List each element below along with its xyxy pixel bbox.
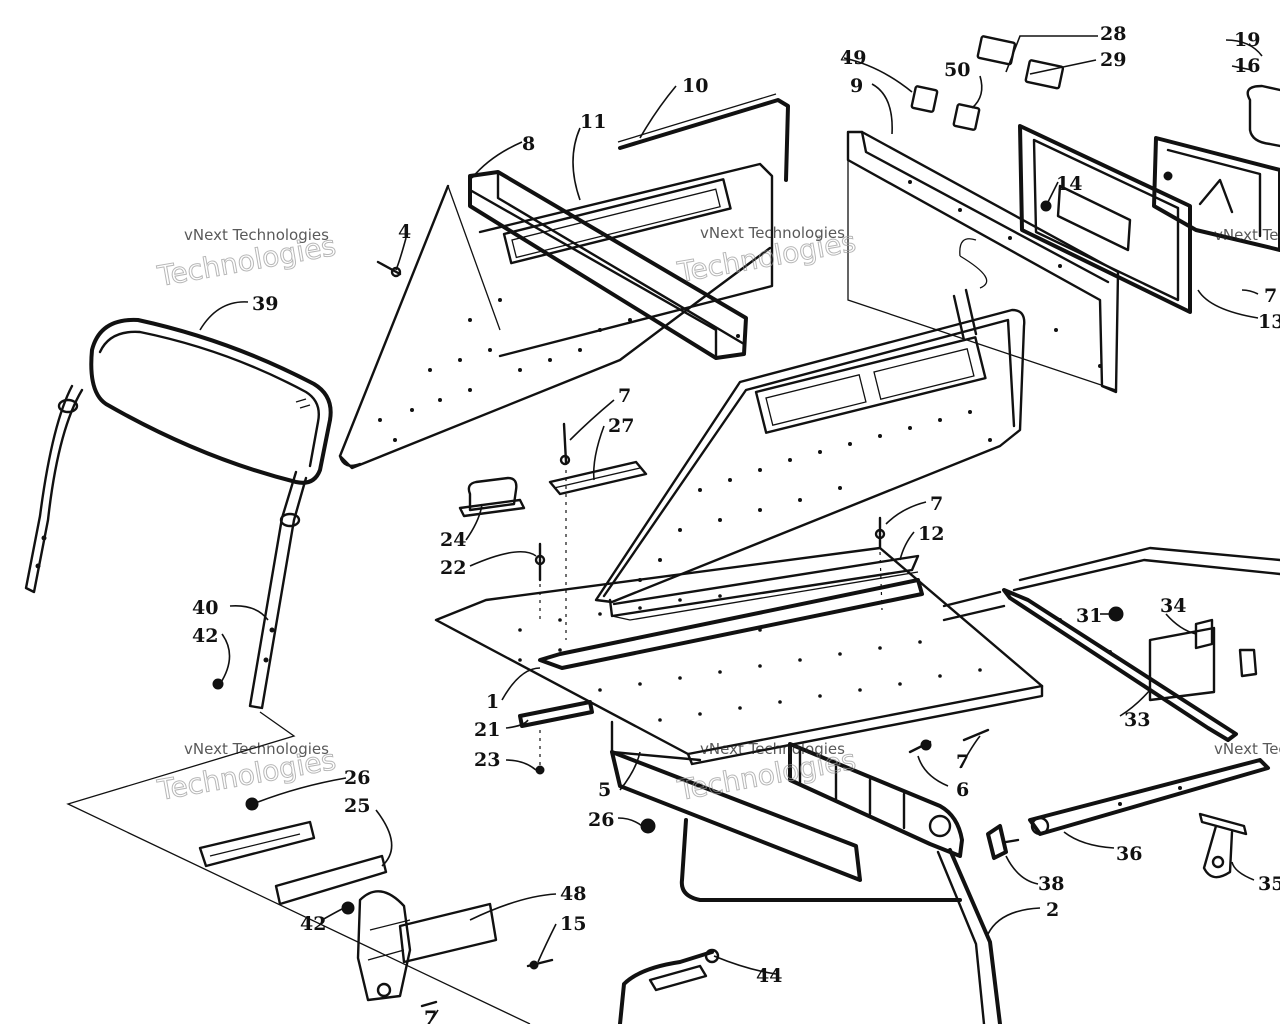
bracket-21 bbox=[518, 700, 594, 728]
bracket-48 bbox=[356, 890, 498, 1002]
label-26-left: 26 bbox=[344, 767, 370, 789]
assembly-lines bbox=[539, 470, 883, 766]
label-39: 39 bbox=[252, 293, 278, 315]
label-34: 34 bbox=[1160, 595, 1186, 617]
label-36: 36 bbox=[1116, 843, 1142, 865]
leader-lines bbox=[199, 35, 1263, 1024]
label-49: 49 bbox=[840, 47, 866, 69]
watermark-small-4: vNext Technologies bbox=[700, 740, 845, 758]
label-29: 29 bbox=[1100, 49, 1126, 71]
label-26-mid: 26 bbox=[588, 809, 614, 831]
clip-24 bbox=[458, 476, 526, 518]
watermark-small-3: vNext Technologies bbox=[184, 740, 329, 758]
label-27: 27 bbox=[608, 415, 634, 437]
watermark-small-5: vNext Technologies bbox=[1214, 226, 1280, 244]
label-42-upper: 42 bbox=[192, 625, 218, 647]
rod bbox=[617, 93, 790, 182]
label-5: 5 bbox=[598, 779, 611, 801]
label-15: 15 bbox=[560, 913, 586, 935]
label-19: 19 bbox=[1234, 29, 1260, 51]
label-16: 16 bbox=[1234, 55, 1260, 77]
label-7-low: 7 bbox=[956, 751, 969, 773]
label-38: 38 bbox=[1038, 873, 1064, 895]
backrest-frame bbox=[24, 384, 308, 710]
seat-frame bbox=[942, 546, 1280, 742]
fastener-pins bbox=[212, 260, 1124, 1008]
label-2: 2 bbox=[1046, 899, 1059, 921]
label-33: 33 bbox=[1124, 709, 1150, 731]
label-24: 24 bbox=[440, 529, 466, 551]
watermark-small-2: vNext Technologies bbox=[700, 224, 845, 242]
bar-36 bbox=[1028, 758, 1270, 836]
watermark-small-1: vNext Technologies bbox=[184, 226, 329, 244]
bracket-35 bbox=[1198, 812, 1248, 879]
label-7-bottom: 7 bbox=[424, 1007, 437, 1024]
angle-bracket bbox=[608, 554, 920, 621]
label-21: 21 bbox=[474, 719, 500, 741]
label-13: 13 bbox=[1258, 311, 1280, 333]
handle-44 bbox=[618, 948, 720, 1024]
label-1: 1 bbox=[486, 691, 499, 713]
label-14: 14 bbox=[1056, 173, 1082, 195]
label-22: 22 bbox=[440, 557, 466, 579]
label-11: 11 bbox=[580, 111, 606, 133]
light-housing bbox=[1018, 124, 1192, 314]
backrest-pad bbox=[89, 317, 333, 485]
label-7-mid: 7 bbox=[930, 493, 943, 515]
label-9: 9 bbox=[850, 75, 863, 97]
watermarks: Technologies vNext Technologies Technolo… bbox=[154, 224, 1280, 808]
callout-labels: 10 11 8 4 39 49 9 50 28 29 19 16 14 7 13… bbox=[192, 23, 1280, 1024]
label-12: 12 bbox=[918, 523, 944, 545]
watermark-small-6: vNext Technologies bbox=[1214, 740, 1280, 758]
label-4: 4 bbox=[398, 221, 411, 243]
label-8: 8 bbox=[522, 133, 535, 155]
label-42-lower: 42 bbox=[300, 913, 326, 935]
label-48: 48 bbox=[560, 883, 586, 905]
label-28: 28 bbox=[1100, 23, 1126, 45]
crossbar bbox=[468, 170, 748, 360]
label-31: 31 bbox=[1076, 605, 1102, 627]
center-side-panel bbox=[594, 308, 1026, 604]
lower-frame bbox=[610, 720, 1002, 1024]
label-40: 40 bbox=[192, 597, 218, 619]
cap-38 bbox=[986, 824, 1020, 860]
label-23: 23 bbox=[474, 749, 500, 771]
label-10: 10 bbox=[682, 75, 708, 97]
label-7-right: 7 bbox=[1264, 285, 1277, 307]
label-6: 6 bbox=[956, 779, 969, 801]
label-35: 35 bbox=[1258, 873, 1280, 895]
label-25: 25 bbox=[344, 795, 370, 817]
label-7-upper: 7 bbox=[618, 385, 631, 407]
label-50: 50 bbox=[944, 59, 970, 81]
block-25 bbox=[198, 820, 388, 906]
reference-plane-left bbox=[66, 711, 531, 1024]
left-side-panel bbox=[338, 184, 772, 470]
rear-panel bbox=[846, 130, 1120, 394]
decals bbox=[910, 35, 1065, 131]
tail-light bbox=[1152, 84, 1280, 252]
bracket-27 bbox=[548, 460, 648, 496]
floor-plate bbox=[434, 546, 1044, 766]
label-44: 44 bbox=[756, 965, 782, 987]
